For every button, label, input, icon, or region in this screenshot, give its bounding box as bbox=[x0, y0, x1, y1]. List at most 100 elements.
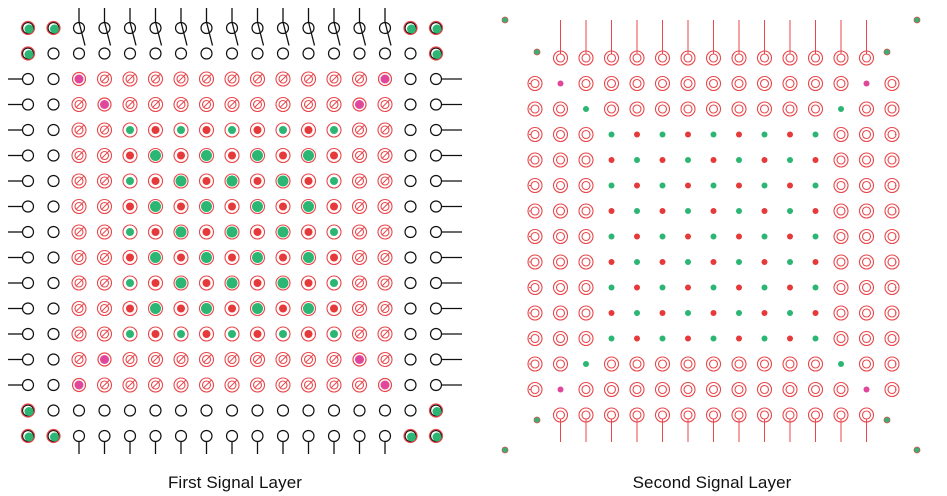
pad-black bbox=[429, 378, 443, 392]
pad-ring-outer bbox=[654, 50, 671, 66]
pad-ring-outer bbox=[552, 330, 569, 347]
pad-ring-inner bbox=[836, 53, 846, 63]
pad-ring-core bbox=[300, 300, 317, 317]
pad-ring-inner bbox=[606, 104, 617, 114]
pad-ring-outer bbox=[833, 279, 849, 296]
pad-ring-outer bbox=[578, 305, 594, 321]
corner-via-green bbox=[24, 50, 34, 59]
trace-stub bbox=[101, 303, 110, 312]
pad-ring-inner bbox=[252, 380, 263, 390]
via-green bbox=[201, 201, 212, 212]
pad-black bbox=[404, 72, 417, 86]
pad-ring-inner bbox=[74, 201, 84, 212]
pad-black bbox=[276, 429, 290, 443]
pad-ring-inner bbox=[201, 99, 212, 110]
pad-ring-inner bbox=[836, 180, 846, 191]
pad-black bbox=[21, 72, 35, 86]
pad-ring-outer bbox=[884, 177, 900, 194]
pad-ring-outer bbox=[603, 75, 620, 92]
pad-ring-outer bbox=[275, 96, 291, 113]
trace-stub bbox=[152, 73, 161, 83]
trace-stub bbox=[228, 99, 238, 108]
pad-ring-core bbox=[147, 173, 164, 189]
pad-ring-inner bbox=[329, 380, 339, 390]
via-red bbox=[177, 202, 185, 211]
pad-black bbox=[276, 404, 290, 417]
trace-stub bbox=[228, 379, 238, 389]
pad-ring-inner bbox=[657, 104, 668, 114]
via-green bbox=[330, 279, 338, 287]
pad-ring-inner bbox=[530, 104, 540, 114]
pad-ring-outer bbox=[351, 326, 368, 342]
via-red bbox=[177, 253, 185, 262]
via-red bbox=[279, 304, 287, 313]
pad-ring-inner bbox=[759, 410, 770, 420]
pad-ring-inner bbox=[252, 74, 263, 84]
pad-ring-inner bbox=[99, 150, 110, 161]
trace-top-jog bbox=[78, 21, 86, 46]
pad-ring-inner bbox=[861, 333, 872, 344]
via-green bbox=[787, 310, 793, 316]
first-layer-caption: First Signal Layer bbox=[167, 473, 303, 492]
trace-top-jog bbox=[154, 21, 163, 46]
trace-top-jog bbox=[384, 21, 392, 46]
pad-ring-core bbox=[249, 173, 266, 189]
pad-black bbox=[47, 174, 60, 188]
pad-ring-inner bbox=[836, 257, 846, 267]
pad-ring-outer bbox=[527, 152, 543, 168]
trace-stub bbox=[126, 379, 136, 389]
pad-ring-core bbox=[326, 326, 342, 342]
pad-ring-core bbox=[198, 198, 215, 215]
via-red bbox=[685, 335, 691, 342]
pad-ring-outer bbox=[603, 50, 620, 66]
pad-ring-core bbox=[198, 122, 215, 138]
pad-ring-inner bbox=[125, 74, 135, 84]
via-red bbox=[685, 131, 691, 138]
pad-ring-outer bbox=[249, 71, 266, 87]
pad-black bbox=[429, 404, 443, 417]
via-red bbox=[304, 177, 313, 185]
pad-ring-core bbox=[224, 326, 240, 342]
pad-ring-outer bbox=[833, 126, 849, 143]
trace-stub bbox=[228, 354, 238, 363]
pad-black bbox=[21, 225, 35, 239]
pad-ring-inner bbox=[380, 150, 390, 161]
via-red bbox=[202, 279, 211, 287]
pad-ring-outer bbox=[96, 377, 113, 393]
pad-ring-outer bbox=[552, 177, 569, 194]
trace-stub bbox=[152, 379, 161, 389]
pad-ring-core bbox=[147, 122, 164, 138]
pad-ring-inner bbox=[836, 206, 846, 216]
pad-ring-inner bbox=[380, 329, 390, 339]
pad-ring-inner bbox=[581, 53, 591, 63]
pad-ring-outer bbox=[552, 305, 569, 321]
corner-via-green bbox=[407, 24, 416, 34]
via-green bbox=[583, 361, 589, 367]
trace-stub bbox=[381, 175, 391, 185]
via-red bbox=[710, 157, 717, 163]
pad-black bbox=[47, 47, 60, 60]
corner-via bbox=[883, 416, 891, 424]
via-red bbox=[812, 310, 819, 316]
pad-black bbox=[174, 21, 188, 35]
trace-top-jog bbox=[333, 21, 341, 46]
corner-ring bbox=[428, 403, 444, 418]
pad-ring-outer bbox=[552, 228, 569, 245]
pad-ring-core bbox=[326, 249, 342, 266]
pad-ring-core bbox=[147, 300, 164, 317]
pad-ring-core bbox=[173, 122, 189, 138]
pad-ring-inner bbox=[380, 278, 390, 288]
via-green bbox=[761, 182, 768, 189]
via-green bbox=[710, 335, 717, 342]
via-green bbox=[303, 201, 314, 212]
pad-black bbox=[302, 429, 315, 443]
pad-ring-core bbox=[224, 249, 240, 266]
pad-ring-inner bbox=[125, 380, 135, 390]
pad-black bbox=[21, 353, 35, 366]
via-green bbox=[228, 330, 236, 338]
pad-ring-inner bbox=[278, 99, 288, 110]
pad-ring-inner bbox=[150, 354, 161, 365]
pad-ring-inner bbox=[759, 104, 770, 114]
pad-ring-outer bbox=[275, 71, 291, 87]
pad-ring-outer bbox=[249, 377, 266, 393]
